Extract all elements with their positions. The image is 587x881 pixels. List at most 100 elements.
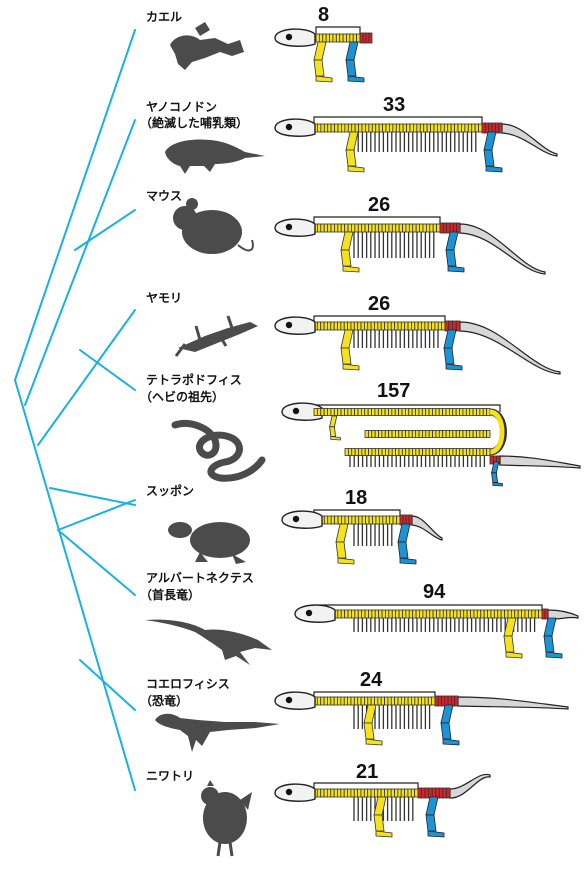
trunk-vertebra [352,124,355,132]
trunk-vertebra [412,409,415,416]
trunk-vertebra [358,789,361,797]
trunk-vertebra [453,409,456,416]
mouse-silhouette [173,198,253,254]
trunk-vertebra [357,34,360,42]
trunk-vertebra [359,516,362,524]
forelimb [314,42,326,60]
sacral-vertebra [418,788,422,798]
trunk-vertebra [355,516,358,524]
trunk-vertebra [321,224,324,232]
trunk-vertebra [525,610,528,618]
trunk-vertebra [352,449,355,456]
trunk-vertebra [426,409,429,416]
trunk-vertebra [419,409,422,416]
skull [275,29,315,46]
trunk-vertebra [413,610,416,618]
trunk-vertebra [463,431,466,438]
trunk-vertebra [381,697,384,705]
trunk-vertebra [340,34,343,42]
trunk-vertebra [341,789,344,797]
sacral-vertebra [446,788,450,798]
trunk-vertebra [483,449,486,456]
trunk-vertebra [416,449,419,456]
trunk-vertebra [371,789,374,797]
trunk-vertebra [362,516,365,524]
tail [460,224,545,274]
trunk-vertebra [324,409,327,416]
trunk-vertebra [362,224,365,232]
trunk-vertebra [395,697,398,705]
trunk-vertebra [418,322,421,330]
turtle-silhouette [168,522,250,564]
eye-dot [293,516,299,522]
trunk-vertebra [375,697,378,705]
trunk-bracket [316,27,360,34]
trunk-vertebra [392,449,395,456]
skull [275,219,315,236]
trunk-vertebra [337,789,340,797]
sacral-vertebra [485,123,488,133]
trunk-vertebra [342,516,345,524]
trunk-vertebra [430,610,433,618]
trunk-vertebra [348,449,351,456]
trunk-vertebra [419,449,422,456]
trunk-vertebra [345,224,348,232]
trunk-vertebra [372,224,375,232]
sacral-vertebra [545,609,548,619]
trunk-vertebra [346,34,349,42]
hindlimb [426,797,438,815]
trunk-vertebra [401,322,404,330]
forelimb [341,232,353,250]
trunk-vertebra [338,322,341,330]
skeleton-diagrams [275,27,580,837]
trunk-vertebra [528,610,531,618]
eye-dot [286,322,292,328]
trunk-vertebra [415,697,418,705]
hindlimb [398,542,408,558]
trunk-vertebra [331,516,334,524]
trunk-vertebra [460,610,463,618]
trunk-vertebra [369,449,372,456]
count-mouse: 26 [368,194,390,216]
taxon-labels: カエル ヤノコノドン （絶滅した哺乳類） マウス ヤモリ テトラポドフィス （ヘ… [140,10,254,783]
trunk-vertebra [406,224,409,232]
trunk-vertebra [383,516,386,524]
trunk-vertebra [385,431,388,438]
sacral-vertebra [438,696,441,706]
trunk-vertebra [413,124,416,132]
label-gecko: ヤモリ [146,291,182,305]
trunk-vertebra [317,789,320,797]
trunk-vertebra [432,409,435,416]
trunk-vertebra [317,409,320,416]
trunk-vertebra [508,610,511,618]
trunk-vertebra [348,224,351,232]
trunk-vertebra [399,431,402,438]
trunk-vertebra [412,431,415,438]
trunk-vertebra [374,322,377,330]
trunk-vertebra [498,610,501,618]
trunk-vertebra [372,610,375,618]
trunk-vertebra [433,431,436,438]
trunk-vertebra [385,610,388,618]
trunk-vertebra [389,224,392,232]
trunk-vertebra [425,697,428,705]
trunk-vertebra [324,516,327,524]
trunk-vertebra [477,449,480,456]
skull [275,784,315,801]
trunk-vertebra [338,224,341,232]
skull [295,605,335,622]
sacral-vertebra [369,33,372,43]
trunk-vertebra [419,610,422,618]
trunk-vertebra [368,789,371,797]
trunk-vertebra [344,697,347,705]
trunk-vertebra [395,431,398,438]
trunk-vertebra [338,124,341,132]
silhouettes [145,22,280,856]
tetrapodophis-skeleton [282,403,580,486]
hindlimb [484,132,496,150]
trunk-vertebra [331,224,334,232]
gecko-silhouette [176,316,258,356]
mouse-skeleton [275,217,545,274]
hindlimb [400,558,416,564]
trunk-vertebra [355,449,358,456]
